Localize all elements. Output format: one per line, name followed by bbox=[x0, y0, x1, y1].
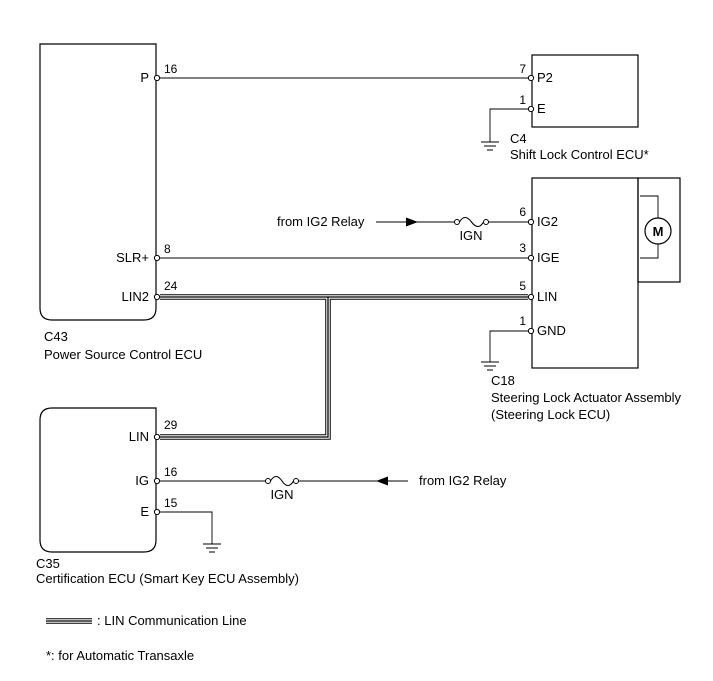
c4-ecu-box bbox=[531, 54, 639, 128]
c4-pin-p2-label: P2 bbox=[537, 70, 553, 85]
c18-ecu-name-line1: Steering Lock Actuator Assembly bbox=[491, 390, 682, 405]
ground-c35-symbol bbox=[203, 543, 221, 553]
c18-connector-code: C18 bbox=[491, 373, 515, 388]
c35-ecu-name: Certification ECU (Smart Key ECU Assembl… bbox=[36, 571, 299, 586]
c4-connector-code: C4 bbox=[510, 131, 527, 146]
ground-c4-symbol bbox=[481, 141, 499, 151]
c18-ecu-name-line2: (Steering Lock ECU) bbox=[491, 407, 610, 422]
c18-pin-ig2-label: IG2 bbox=[537, 214, 558, 229]
c43-pin-p-label: P bbox=[140, 70, 149, 85]
terminal-c43-slr bbox=[153, 254, 161, 262]
c18-ecu-box bbox=[531, 177, 639, 369]
ig2-feed-arrow bbox=[406, 217, 418, 227]
motor-label: M bbox=[653, 224, 664, 239]
c35-ground-wire bbox=[160, 511, 213, 544]
steering-lock-motor-box bbox=[637, 177, 681, 283]
legend-footnote: *: for Automatic Transaxle bbox=[46, 648, 194, 663]
c43-pin-lin2-label: LIN2 bbox=[122, 289, 149, 304]
c18-ground-wire bbox=[489, 330, 528, 362]
c4-pin-e-number: 1 bbox=[519, 93, 526, 107]
terminal-c35-e bbox=[153, 508, 161, 516]
c18-pin-gnd-label: GND bbox=[537, 323, 566, 338]
lin-bus-core bbox=[160, 296, 528, 438]
terminal-c18-ig2 bbox=[527, 218, 535, 226]
c35-pin-lin-number: 29 bbox=[164, 418, 178, 432]
motor-icon bbox=[644, 217, 672, 245]
terminal-c35-lin bbox=[153, 433, 161, 441]
c35-ecu-box bbox=[39, 407, 157, 553]
motor-wire-top bbox=[640, 195, 659, 218]
ig-feed-arrow bbox=[376, 476, 388, 486]
c43-pin-p-number: 16 bbox=[164, 62, 178, 76]
terminal-c4-e bbox=[527, 105, 535, 113]
c43-ecu-box bbox=[39, 43, 157, 321]
top-source-label: from IG2 Relay bbox=[277, 214, 365, 229]
c18-pin-lin-label: LIN bbox=[537, 289, 557, 304]
c35-pin-ig-number: 16 bbox=[164, 465, 178, 479]
motor-wire-bottom bbox=[640, 244, 659, 259]
terminal-c18-ige bbox=[527, 254, 535, 262]
c35-pin-e-number: 15 bbox=[164, 496, 178, 510]
top-fuse-label: IGN bbox=[459, 228, 482, 243]
terminal-c43-p bbox=[153, 74, 161, 82]
c18-pin-ige-label: IGE bbox=[537, 250, 560, 265]
c4-pin-e-label: E bbox=[537, 101, 546, 116]
bottom-source-label: from IG2 Relay bbox=[419, 473, 507, 488]
c43-ecu-name: Power Source Control ECU bbox=[44, 347, 202, 362]
terminal-c4-p2 bbox=[527, 74, 535, 82]
legend-lin-line-text: : LIN Communication Line bbox=[97, 613, 247, 628]
c43-pin-slr-number: 8 bbox=[164, 242, 171, 256]
c4-ecu-name: Shift Lock Control ECU* bbox=[510, 147, 649, 162]
c18-pin-lin-number: 5 bbox=[519, 279, 526, 293]
c18-pin-ige-number: 3 bbox=[519, 241, 526, 255]
c35-pin-ig-label: IG bbox=[135, 473, 149, 488]
lin-communication-bus bbox=[160, 294, 528, 440]
terminals bbox=[153, 74, 535, 516]
c35-connector-code: C35 bbox=[36, 556, 60, 571]
lin-bus-gap-1 bbox=[160, 295, 528, 439]
c4-ground-wire bbox=[489, 108, 528, 142]
bottom-fuse-label: IGN bbox=[270, 487, 293, 502]
ground-c18-symbol bbox=[481, 361, 499, 371]
terminal-c18-gnd bbox=[527, 327, 535, 335]
c18-pin-gnd-number: 1 bbox=[519, 314, 526, 328]
fuse-ign-bottom bbox=[265, 475, 299, 487]
c43-connector-code: C43 bbox=[44, 329, 68, 344]
c43-pin-slr-label: SLR+ bbox=[116, 250, 149, 265]
c4-pin-p2-number: 7 bbox=[519, 62, 526, 76]
c43-pin-lin2-number: 24 bbox=[164, 279, 178, 293]
c35-pin-e-label: E bbox=[140, 504, 149, 519]
fuse-ign-top bbox=[454, 216, 489, 228]
terminal-c18-lin bbox=[527, 293, 535, 301]
c18-pin-ig2-number: 6 bbox=[519, 205, 526, 219]
terminal-c35-ig bbox=[153, 477, 161, 485]
c35-pin-lin-label: LIN bbox=[129, 429, 149, 444]
terminal-c43-lin2 bbox=[153, 293, 161, 301]
